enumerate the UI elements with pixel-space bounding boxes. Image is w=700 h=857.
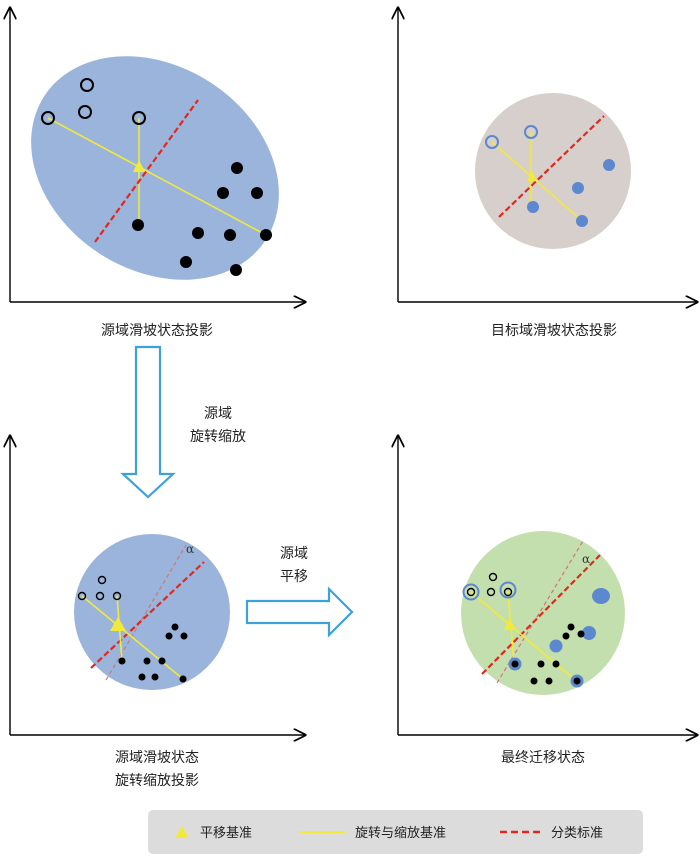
rotate-scale-arrow: 源域 旋转缩放 xyxy=(120,345,246,499)
filled-point xyxy=(192,227,204,239)
rotate-step-line1: 源域 xyxy=(204,406,232,422)
filled-point xyxy=(573,677,581,685)
filled-point xyxy=(230,264,242,276)
rotated-caption-line2: 旋转缩放投影 xyxy=(115,773,199,789)
source-rotation-ref-line-1 xyxy=(47,117,267,236)
target-filled-point xyxy=(582,626,596,640)
legend-classifier-label: 分类标准 xyxy=(551,826,603,841)
filled-point xyxy=(537,660,545,668)
panel-target: 目标域滑坡状态投影 xyxy=(398,8,697,339)
final-translate-ref-triangle xyxy=(504,618,516,630)
filled-point xyxy=(552,660,560,668)
rotated-rotation-ref-line-1 xyxy=(81,595,184,680)
filled-point xyxy=(527,201,539,213)
legend-box xyxy=(148,810,643,854)
panel-rotated: α 源域滑坡状态 旋转缩放投影 xyxy=(10,436,305,789)
translate-arrow: 源域 平移 xyxy=(245,546,354,638)
rotated-caption-line1: 源域滑坡状态 xyxy=(115,749,199,766)
open-point xyxy=(503,587,513,597)
filled-point xyxy=(545,677,553,685)
open-point xyxy=(524,125,538,139)
rotated-open-points xyxy=(77,575,122,601)
filled-point xyxy=(180,632,188,640)
filled-point xyxy=(576,215,588,227)
open-point xyxy=(486,587,496,597)
open-point xyxy=(485,135,499,149)
filled-point xyxy=(217,187,229,199)
filled-point xyxy=(603,159,615,171)
open-point xyxy=(112,591,122,601)
source-classifier-line xyxy=(94,99,199,243)
target-filled-point xyxy=(549,639,563,653)
panel-source: 源域滑坡状态投影 xyxy=(0,8,321,339)
filled-point xyxy=(171,623,179,631)
rotated-original-classifier-line xyxy=(105,544,187,681)
legend-rotate-scale-ref-label: 旋转与缩放基准 xyxy=(355,825,446,841)
rotated-angle-label: α xyxy=(186,542,194,556)
final-classifier-line xyxy=(481,554,601,675)
final-angle-label: α xyxy=(582,552,590,566)
filled-point xyxy=(567,623,575,631)
filled-point xyxy=(231,162,243,174)
filled-point xyxy=(251,187,263,199)
open-point xyxy=(466,587,476,597)
source-filled-points xyxy=(132,162,272,276)
translate-step-line1: 源域 xyxy=(280,546,308,562)
down-arrow-icon xyxy=(120,345,176,499)
source-open-points xyxy=(41,78,146,125)
source-domain-ellipse xyxy=(31,56,279,280)
open-point xyxy=(132,111,146,125)
target-rotation-ref-line-1 xyxy=(491,141,583,222)
target-translate-ref-triangle xyxy=(527,171,537,181)
target-caption: 目标域滑坡状态投影 xyxy=(491,322,617,339)
final-source-open-points xyxy=(466,572,513,597)
panel-final: α 最终迁移状态 xyxy=(398,436,697,766)
filled-point xyxy=(151,673,159,681)
filled-point xyxy=(158,657,166,665)
open-point xyxy=(97,575,107,585)
filled-point xyxy=(165,632,173,640)
source-translate-ref-triangle xyxy=(133,160,145,172)
filled-point xyxy=(179,675,187,683)
filled-point xyxy=(260,229,272,241)
rotated-translate-ref-triangle xyxy=(110,617,126,631)
open-point xyxy=(488,572,498,582)
rotated-classifier-line xyxy=(90,561,205,669)
filled-point xyxy=(138,673,146,681)
open-point xyxy=(78,105,92,119)
filled-point xyxy=(530,677,538,685)
target-open-ring xyxy=(462,583,480,601)
rotated-filled-points xyxy=(118,623,188,683)
open-point xyxy=(95,591,105,601)
final-source-filled-points xyxy=(511,623,585,685)
filled-point xyxy=(562,632,570,640)
filled-point xyxy=(224,229,236,241)
target-open-points xyxy=(485,125,538,149)
filled-point xyxy=(143,657,151,665)
filled-point xyxy=(132,219,144,231)
target-classifier-line xyxy=(498,115,605,218)
target-domain-circle xyxy=(475,93,631,249)
filled-point xyxy=(180,256,192,268)
target-filled-point xyxy=(592,588,610,604)
translate-step-line2: 平移 xyxy=(280,569,308,585)
right-arrow-icon xyxy=(245,586,354,638)
filled-point xyxy=(577,630,585,638)
final-caption: 最终迁移状态 xyxy=(501,750,585,766)
legend-translate-ref-label: 平移基准 xyxy=(200,826,252,841)
open-point xyxy=(77,591,87,601)
target-filled-points xyxy=(527,159,615,227)
open-point xyxy=(41,111,55,125)
filled-point xyxy=(118,657,126,665)
open-point xyxy=(80,78,94,92)
legend: 平移基准 旋转与缩放基准 分类标准 xyxy=(148,810,643,854)
filled-point xyxy=(572,182,584,194)
legend-translate-ref-icon xyxy=(175,826,189,838)
source-caption: 源域滑坡状态投影 xyxy=(101,322,213,339)
rotate-step-line2: 旋转缩放 xyxy=(190,429,246,445)
target-open-ring xyxy=(499,581,517,599)
filled-point xyxy=(511,660,519,668)
